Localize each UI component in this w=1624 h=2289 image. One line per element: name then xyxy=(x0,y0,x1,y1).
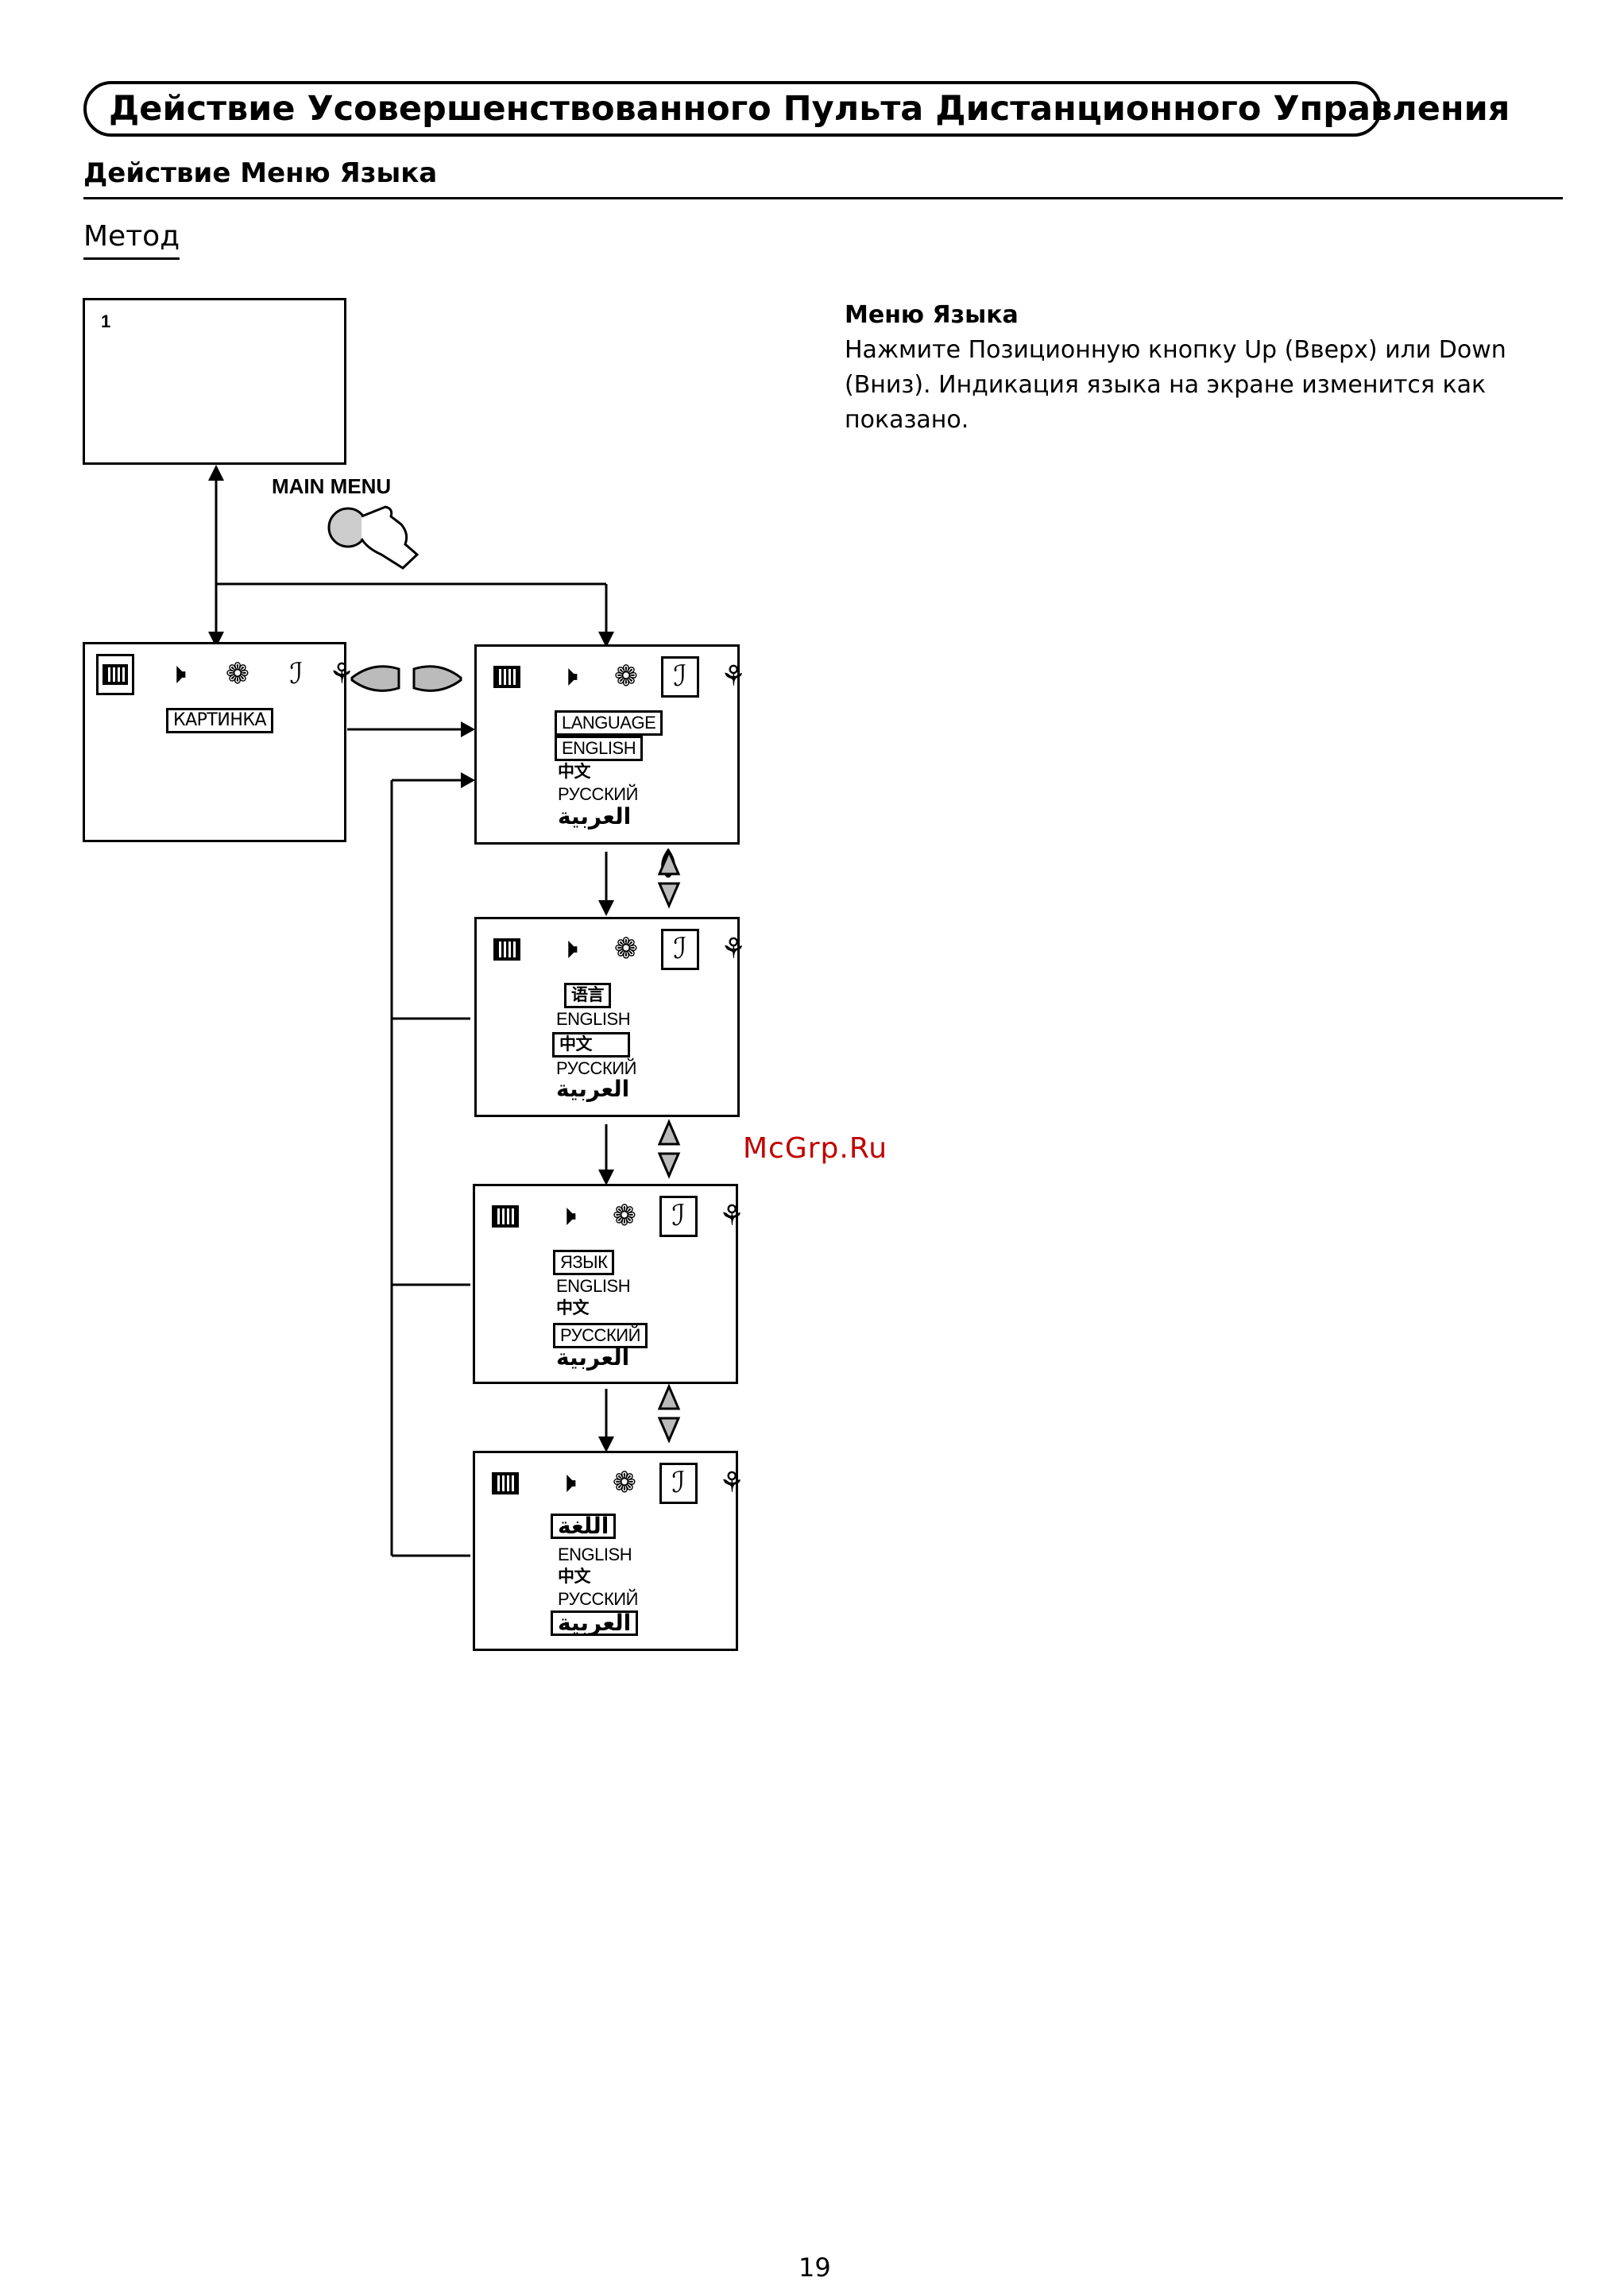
language-screen-russian: 🕨 ❁ ℐ ⚘ ЯЗЫК ENGLISH 中文 РУССКИЙ العربية xyxy=(473,1184,744,1384)
language-icon: ℐ xyxy=(661,656,699,698)
language-option-chinese[interactable]: 中文 xyxy=(558,763,591,781)
picture-icon xyxy=(486,1196,524,1237)
picture-icon xyxy=(488,929,526,970)
picture-icon xyxy=(96,654,134,695)
method-label: Метод xyxy=(83,219,180,260)
main-menu-label: MAIN MENU xyxy=(272,474,392,498)
language-option-russian[interactable]: РУССКИЙ xyxy=(553,1323,648,1348)
horizontal-rule xyxy=(83,197,1563,199)
language-icon: ℐ xyxy=(659,1463,698,1504)
up-button[interactable] xyxy=(658,850,680,876)
main-menu-button[interactable] xyxy=(329,508,367,547)
channel-screen: 1 xyxy=(83,298,346,465)
picture-icon xyxy=(486,1463,524,1504)
picture-menu-screen: 🕨 ❁ ℐ ⚘ КАРТИНКА xyxy=(83,642,354,842)
picture-menu-label: КАРТИНКА xyxy=(166,708,274,733)
language-screen-chinese: 🕨 ❁ ℐ ⚘ 语言 ENGLISH 中文 РУССКИЙ العربية xyxy=(474,917,746,1117)
sound-icon: 🕨 xyxy=(558,1200,577,1232)
language-heading: LANGUAGE xyxy=(555,710,663,736)
language-icon: ℐ xyxy=(289,658,304,690)
features-icon: ❁ xyxy=(613,660,639,693)
subheading: Действие Меню Языка xyxy=(83,157,438,189)
language-option-arabic[interactable]: العربية xyxy=(556,1344,630,1371)
language-option-chinese[interactable]: 中文 xyxy=(558,1568,591,1586)
setup-icon: ⚘ xyxy=(720,660,747,693)
description-block: Меню Языка Нажмите Позиционную кнопку Up… xyxy=(845,298,1528,438)
channel-number: 1 xyxy=(101,311,111,331)
sound-icon: 🕨 xyxy=(559,933,578,965)
setup-icon: ⚘ xyxy=(718,1467,745,1499)
language-option-russian[interactable]: РУССКИЙ xyxy=(558,784,638,804)
language-option-arabic[interactable]: العربية xyxy=(558,803,632,829)
features-icon: ❁ xyxy=(612,1200,637,1232)
description-title: Меню Языка xyxy=(845,301,1019,329)
sound-icon: 🕨 xyxy=(168,658,187,690)
language-option-english[interactable]: ENGLISH xyxy=(556,1276,631,1296)
setup-icon: ⚘ xyxy=(718,1200,745,1232)
setup-icon: ⚘ xyxy=(328,658,355,690)
setup-icon: ⚘ xyxy=(720,933,747,965)
language-screen-english: 🕨 ❁ ℐ ⚘ LANGUAGE ENGLISH 中文 РУССКИЙ العر… xyxy=(474,644,746,845)
language-option-english[interactable]: ENGLISH xyxy=(555,736,644,761)
section-banner: Действие Усовершенствованного Пульта Дис… xyxy=(83,81,1510,137)
watermark: McGrp.Ru xyxy=(743,1132,888,1165)
features-icon: ❁ xyxy=(613,933,639,965)
language-screen-arabic: 🕨 ❁ ℐ ⚘ اللغة ENGLISH 中文 РУССКИЙ العربية xyxy=(473,1451,744,1651)
language-option-arabic[interactable]: العربية xyxy=(556,1076,630,1102)
sound-icon: 🕨 xyxy=(559,660,578,693)
language-option-arabic[interactable]: العربية xyxy=(551,1610,639,1636)
language-heading: اللغة xyxy=(551,1514,617,1539)
language-option-russian[interactable]: РУССКИЙ xyxy=(558,1589,638,1609)
language-icon: ℐ xyxy=(661,929,699,970)
language-heading: ЯЗЫК xyxy=(553,1250,615,1275)
language-option-chinese[interactable]: 中文 xyxy=(552,1032,630,1058)
language-heading: 语言 xyxy=(564,983,611,1008)
language-option-english[interactable]: ENGLISH xyxy=(558,1545,632,1564)
language-option-russian[interactable]: РУССКИЙ xyxy=(556,1058,636,1078)
language-icon: ℐ xyxy=(659,1196,698,1237)
features-icon: ❁ xyxy=(612,1467,637,1499)
page-number: 19 xyxy=(798,2252,831,2283)
language-option-chinese[interactable]: 中文 xyxy=(556,1299,590,1317)
sound-icon: 🕨 xyxy=(558,1467,577,1499)
right-button[interactable] xyxy=(414,667,462,691)
picture-icon xyxy=(488,656,526,698)
language-option-english[interactable]: ENGLISH xyxy=(556,1009,631,1029)
down-button[interactable] xyxy=(658,882,680,907)
description-body: Нажмите Позиционную кнопку Up (Вверх) ил… xyxy=(845,336,1506,434)
features-icon: ❁ xyxy=(225,658,250,690)
